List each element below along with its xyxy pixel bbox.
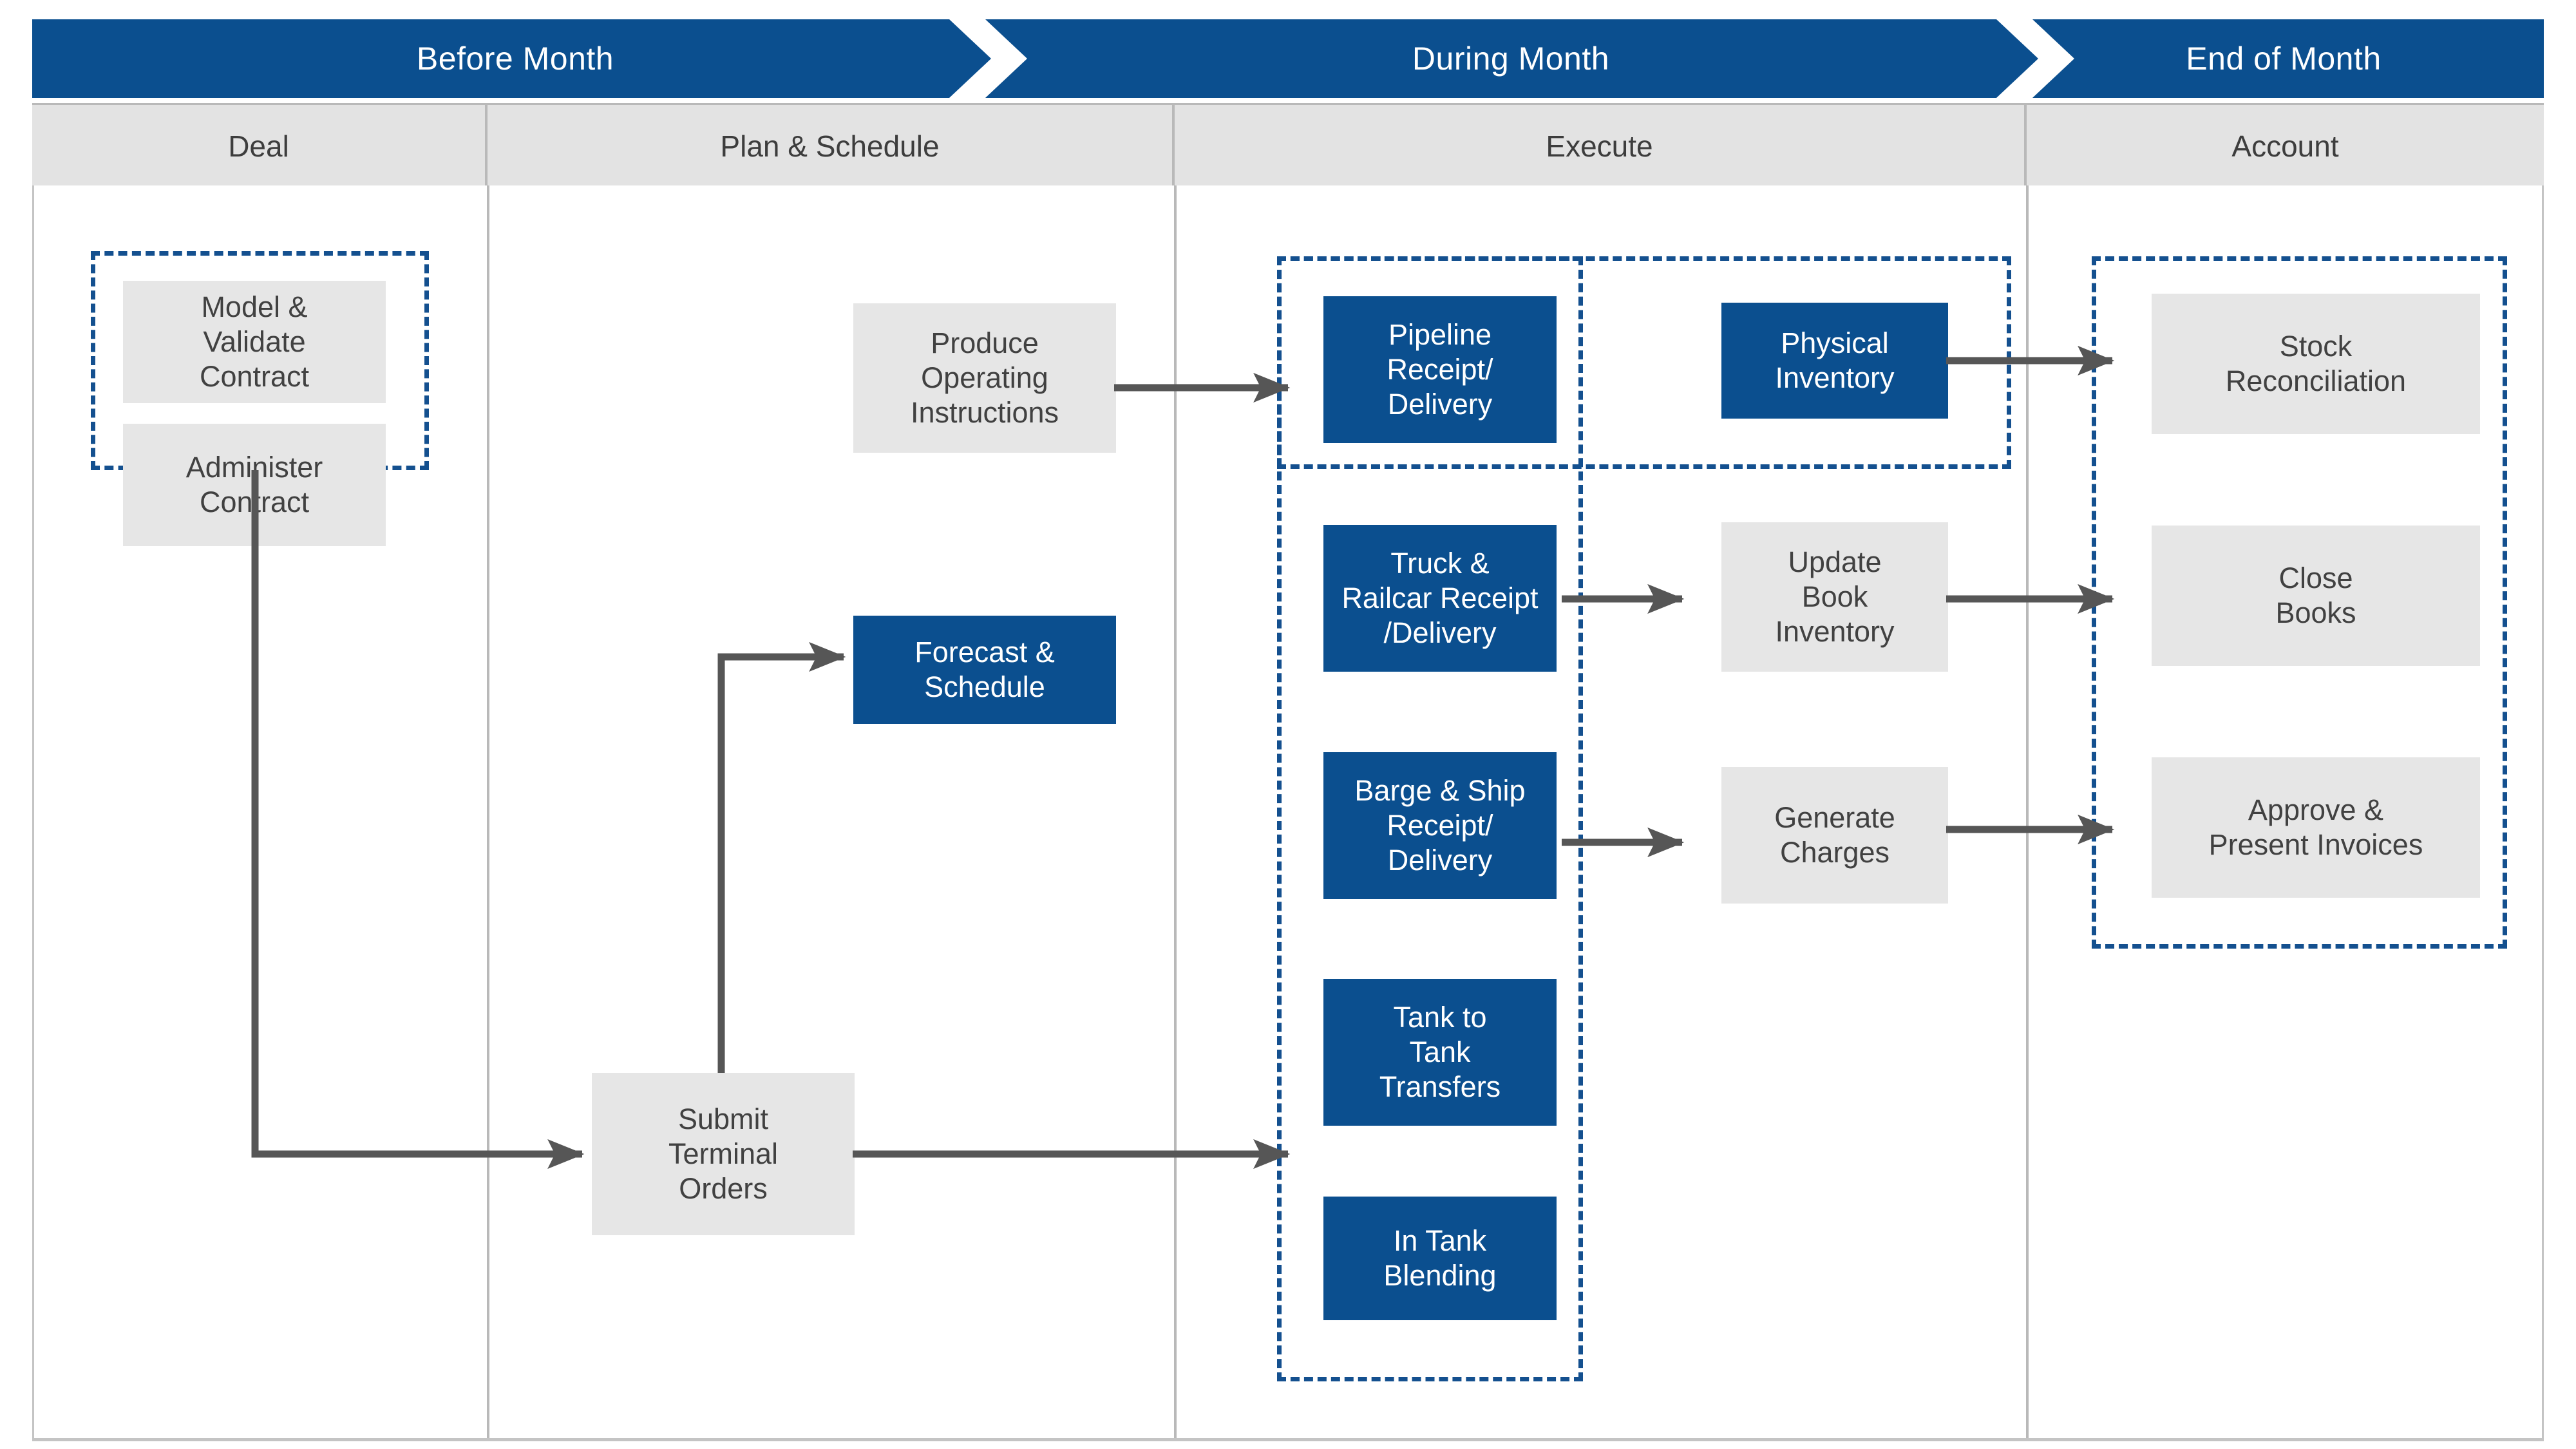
node-approve-present-invoices-label: Approve & Present Invoices xyxy=(2208,793,2423,861)
column-header-deal: Deal xyxy=(32,105,485,187)
node-model-validate-contract-label: Model & Validate Contract xyxy=(199,290,310,393)
node-pipeline-receipt-delivery-label: Pipeline Receipt/ Delivery xyxy=(1387,318,1493,421)
node-forecast-schedule-label: Forecast & Schedule xyxy=(914,636,1055,703)
canvas-divider-3 xyxy=(2026,185,2029,1438)
node-physical-inventory-label: Physical Inventory xyxy=(1775,327,1895,394)
phase-before-month-label: Before Month xyxy=(416,41,614,77)
node-produce-operating-instructions[interactable]: Produce Operating Instructions xyxy=(853,303,1116,453)
canvas-divider-1 xyxy=(487,185,489,1438)
node-physical-inventory[interactable]: Physical Inventory xyxy=(1721,303,1948,419)
column-header-plan-schedule-label: Plan & Schedule xyxy=(720,129,940,163)
node-tank-to-tank-transfers[interactable]: Tank to Tank Transfers xyxy=(1323,979,1557,1126)
column-header-plan-schedule: Plan & Schedule xyxy=(488,105,1172,187)
column-header-account-label: Account xyxy=(2231,129,2339,163)
node-barge-ship-receipt-delivery-label: Barge & Ship Receipt/ Delivery xyxy=(1354,774,1526,876)
node-in-tank-blending-label: In Tank Blending xyxy=(1383,1224,1497,1292)
column-header-deal-label: Deal xyxy=(228,129,289,163)
column-divider-1 xyxy=(485,105,488,187)
phase-end-of-month: End of Month xyxy=(2023,19,2544,98)
node-truck-railcar-receipt-delivery[interactable]: Truck & Railcar Receipt /Delivery xyxy=(1323,525,1557,672)
node-tank-to-tank-transfers-label: Tank to Tank Transfers xyxy=(1379,1001,1501,1103)
node-approve-present-invoices[interactable]: Approve & Present Invoices xyxy=(2152,757,2480,898)
node-generate-charges-label: Generate Charges xyxy=(1774,801,1895,869)
node-forecast-schedule[interactable]: Forecast & Schedule xyxy=(853,616,1116,724)
node-stock-reconciliation[interactable]: Stock Reconciliation xyxy=(2152,294,2480,434)
node-generate-charges[interactable]: Generate Charges xyxy=(1721,767,1948,904)
node-submit-terminal-orders[interactable]: Submit Terminal Orders xyxy=(592,1073,855,1235)
column-divider-2 xyxy=(1172,105,1175,187)
node-in-tank-blending[interactable]: In Tank Blending xyxy=(1323,1197,1557,1320)
phase-chevron-dividers xyxy=(949,19,2074,98)
phase-before-month: Before Month xyxy=(32,19,998,98)
node-administer-contract[interactable]: Administer Contract xyxy=(123,424,386,546)
column-header-execute: Execute xyxy=(1175,105,2024,187)
node-barge-ship-receipt-delivery[interactable]: Barge & Ship Receipt/ Delivery xyxy=(1323,752,1557,899)
canvas-divider-2 xyxy=(1174,185,1177,1438)
column-divider-3 xyxy=(2024,105,2027,187)
node-close-books-label: Close Books xyxy=(2275,562,2356,629)
node-stock-reconciliation-label: Stock Reconciliation xyxy=(2225,330,2407,397)
diagram-canvas: Model & Validate Contract Administer Con… xyxy=(32,185,2544,1441)
node-pipeline-receipt-delivery[interactable]: Pipeline Receipt/ Delivery xyxy=(1323,296,1557,443)
node-administer-contract-label: Administer Contract xyxy=(185,451,323,518)
node-submit-terminal-orders-label: Submit Terminal Orders xyxy=(668,1103,779,1205)
column-header-execute-label: Execute xyxy=(1546,129,1653,163)
column-header-account: Account xyxy=(2027,105,2544,187)
phase-during-month: During Month xyxy=(976,19,2045,98)
node-truck-railcar-receipt-delivery-label: Truck & Railcar Receipt /Delivery xyxy=(1341,547,1539,649)
node-update-book-inventory-label: Update Book Inventory xyxy=(1775,545,1895,648)
node-produce-operating-instructions-label: Produce Operating Instructions xyxy=(910,327,1059,429)
phase-end-of-month-label: End of Month xyxy=(2186,41,2382,77)
phase-band: Before Month During Month End of Month xyxy=(32,19,2544,98)
column-header-row: Deal Plan & Schedule Execute Account xyxy=(32,103,2544,189)
phase-during-month-label: During Month xyxy=(1412,41,1610,77)
node-close-books[interactable]: Close Books xyxy=(2152,526,2480,666)
node-update-book-inventory[interactable]: Update Book Inventory xyxy=(1721,522,1948,672)
node-model-validate-contract[interactable]: Model & Validate Contract xyxy=(123,281,386,403)
